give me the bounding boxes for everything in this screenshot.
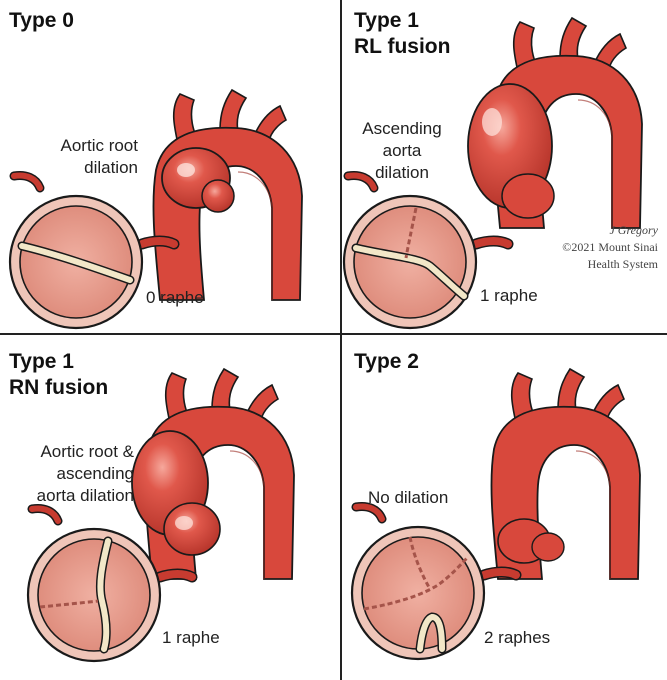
raphe-label: 2 raphes	[484, 628, 551, 647]
panel-type-0: Type 0 Aortic root dilation 0 raphe	[0, 0, 340, 333]
panel-type-1-rl: Type 1 RL fusion Ascending aorta dilatio…	[342, 0, 667, 333]
type-1-rn-illustration	[0, 368, 295, 680]
valve-icon	[344, 176, 508, 329]
type-0-illustration	[0, 89, 303, 333]
raphe-label: 0 raphe	[146, 288, 204, 307]
panel-title: Type 2	[354, 350, 419, 373]
raphe-label: 1 raphe	[480, 286, 538, 305]
horizontal-divider	[0, 333, 667, 335]
dilation-label: Aortic root dilation	[60, 136, 138, 177]
panel-type-2: Type 2 No dilation 2 raphes	[342, 335, 667, 680]
aortic-root-icon	[497, 518, 565, 564]
aortic-root-ascending-dilation-icon	[131, 430, 221, 556]
dilation-label: Ascending aorta dilation	[362, 119, 442, 182]
type-1-rl-illustration	[342, 17, 643, 333]
panel-title: Type 1 RL fusion	[354, 9, 451, 58]
panel-type-1-rn: Type 1 RN fusion Aortic root & ascending…	[0, 335, 340, 680]
type-2-illustration	[342, 368, 641, 680]
dilation-label: No dilation	[368, 488, 449, 507]
valve-icon	[352, 507, 516, 660]
panel-title: Type 1 RN fusion	[9, 350, 109, 399]
ascending-aorta-dilation-icon	[467, 83, 555, 219]
valve-icon	[28, 509, 192, 662]
valve-icon	[10, 176, 174, 329]
panel-title: Type 0	[9, 9, 74, 32]
raphe-label: 1 raphe	[162, 628, 220, 647]
artist-credit: J Gregory ©2021 Mount Sinai Health Syste…	[562, 223, 658, 271]
vertical-divider	[340, 0, 342, 680]
dilation-label: Aortic root & ascending aorta dilation	[36, 442, 134, 505]
aortic-root-dilation-icon	[161, 147, 235, 213]
